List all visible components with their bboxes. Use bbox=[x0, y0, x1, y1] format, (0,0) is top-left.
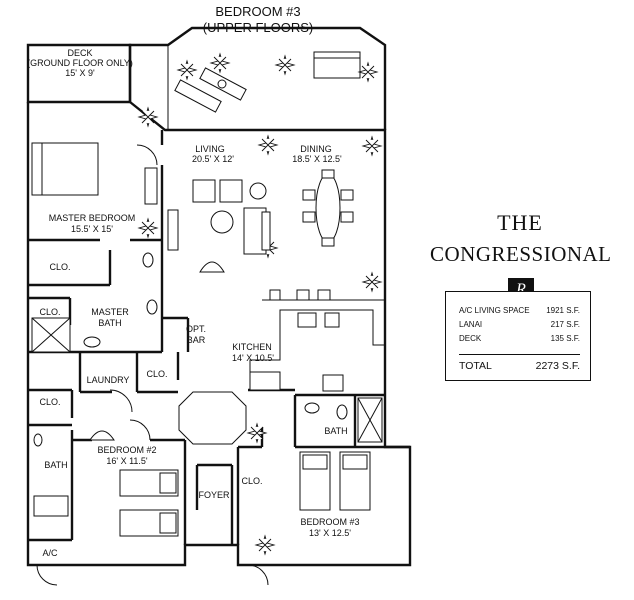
door-swings bbox=[36, 144, 269, 586]
dining-size: 18.5' X 12.5' bbox=[292, 154, 342, 164]
clo-laundry-label: CLO. bbox=[146, 369, 167, 379]
dining-name: DINING bbox=[300, 144, 332, 154]
clo-master-label: CLO. bbox=[49, 262, 70, 272]
bedroom2-name: BEDROOM #2 bbox=[97, 445, 156, 455]
living-furniture bbox=[192, 179, 271, 273]
area-row-label: LANAI bbox=[459, 320, 483, 329]
area-row-value: 1921 S.F. bbox=[546, 306, 580, 315]
deck-size: 15' X 9' bbox=[65, 68, 95, 78]
kitchen-counters bbox=[249, 289, 386, 392]
living-size: 20.5' X 12' bbox=[192, 154, 234, 164]
area-row-label: DECK bbox=[459, 334, 482, 343]
clo-bath-label: CLO. bbox=[39, 307, 60, 317]
master-bath-line1: MASTER bbox=[91, 307, 129, 317]
header-line1: BEDROOM #3 bbox=[215, 4, 300, 19]
master-bedroom-size: 15.5' X 15' bbox=[71, 224, 113, 234]
area-divider bbox=[459, 354, 580, 355]
deck-name: DECK bbox=[67, 48, 92, 58]
bedroom2-beds bbox=[89, 430, 179, 537]
living-name: LIVING bbox=[195, 144, 225, 154]
room-labels: DECK (GROUND FLOOR ONLY) 15' X 9' LIVING… bbox=[27, 48, 359, 558]
area-row: LANAI 217 S.F. bbox=[459, 320, 580, 329]
area-row-value: 217 S.F. bbox=[550, 320, 580, 329]
master-bedroom-furniture bbox=[31, 142, 179, 251]
kitchen-name: KITCHEN bbox=[232, 342, 272, 352]
clo-left-label: CLO. bbox=[39, 397, 60, 407]
exterior-walls bbox=[26, 26, 412, 567]
brand-title-line2: CONGRESSIONAL bbox=[430, 242, 612, 266]
bath-right-label: BATH bbox=[324, 426, 347, 436]
area-table: A/C LIVING SPACE 1921 S.F. LANAI 217 S.F… bbox=[445, 291, 591, 381]
area-row: A/C LIVING SPACE 1921 S.F. bbox=[459, 306, 580, 315]
opt-bar-line1: OPT. bbox=[186, 324, 206, 334]
laundry-label: LAUNDRY bbox=[87, 375, 130, 385]
dining-furniture bbox=[302, 169, 354, 247]
brand-title-line1: THE bbox=[497, 210, 543, 235]
area-total-label: TOTAL bbox=[459, 360, 492, 372]
area-row-label: A/C LIVING SPACE bbox=[459, 306, 530, 315]
clo-bed3-label: CLO. bbox=[241, 476, 262, 486]
area-total-value: 2273 S.F. bbox=[535, 360, 580, 372]
bedroom3-size: 13' X 12.5' bbox=[309, 528, 351, 538]
kitchen-size: 14' X 10.5' bbox=[232, 353, 274, 363]
deck-note: (GROUND FLOOR ONLY) bbox=[27, 58, 133, 68]
area-row: DECK 135 S.F. bbox=[459, 334, 580, 343]
bedroom3-name: BEDROOM #3 bbox=[300, 517, 359, 527]
ac-label: A/C bbox=[42, 548, 58, 558]
area-total-row: TOTAL 2273 S.F. bbox=[459, 360, 580, 372]
lanai-furniture bbox=[174, 51, 361, 113]
brand-title: THE CONGRESSIONAL bbox=[430, 210, 612, 267]
plant-icons bbox=[137, 52, 383, 556]
bath-fixtures bbox=[31, 252, 383, 517]
foyer-label: FOYER bbox=[198, 490, 230, 500]
master-bath-line2: BATH bbox=[98, 318, 121, 328]
bedroom2-size: 16' X 11.5' bbox=[106, 456, 148, 466]
opt-bar-line2: BAR bbox=[187, 335, 206, 345]
bath-left-label: BATH bbox=[44, 460, 67, 470]
master-bedroom-name: MASTER BEDROOM bbox=[49, 213, 136, 223]
area-row-value: 135 S.F. bbox=[550, 334, 580, 343]
bedroom3-beds bbox=[299, 451, 371, 511]
foyer-octagon bbox=[178, 391, 247, 445]
